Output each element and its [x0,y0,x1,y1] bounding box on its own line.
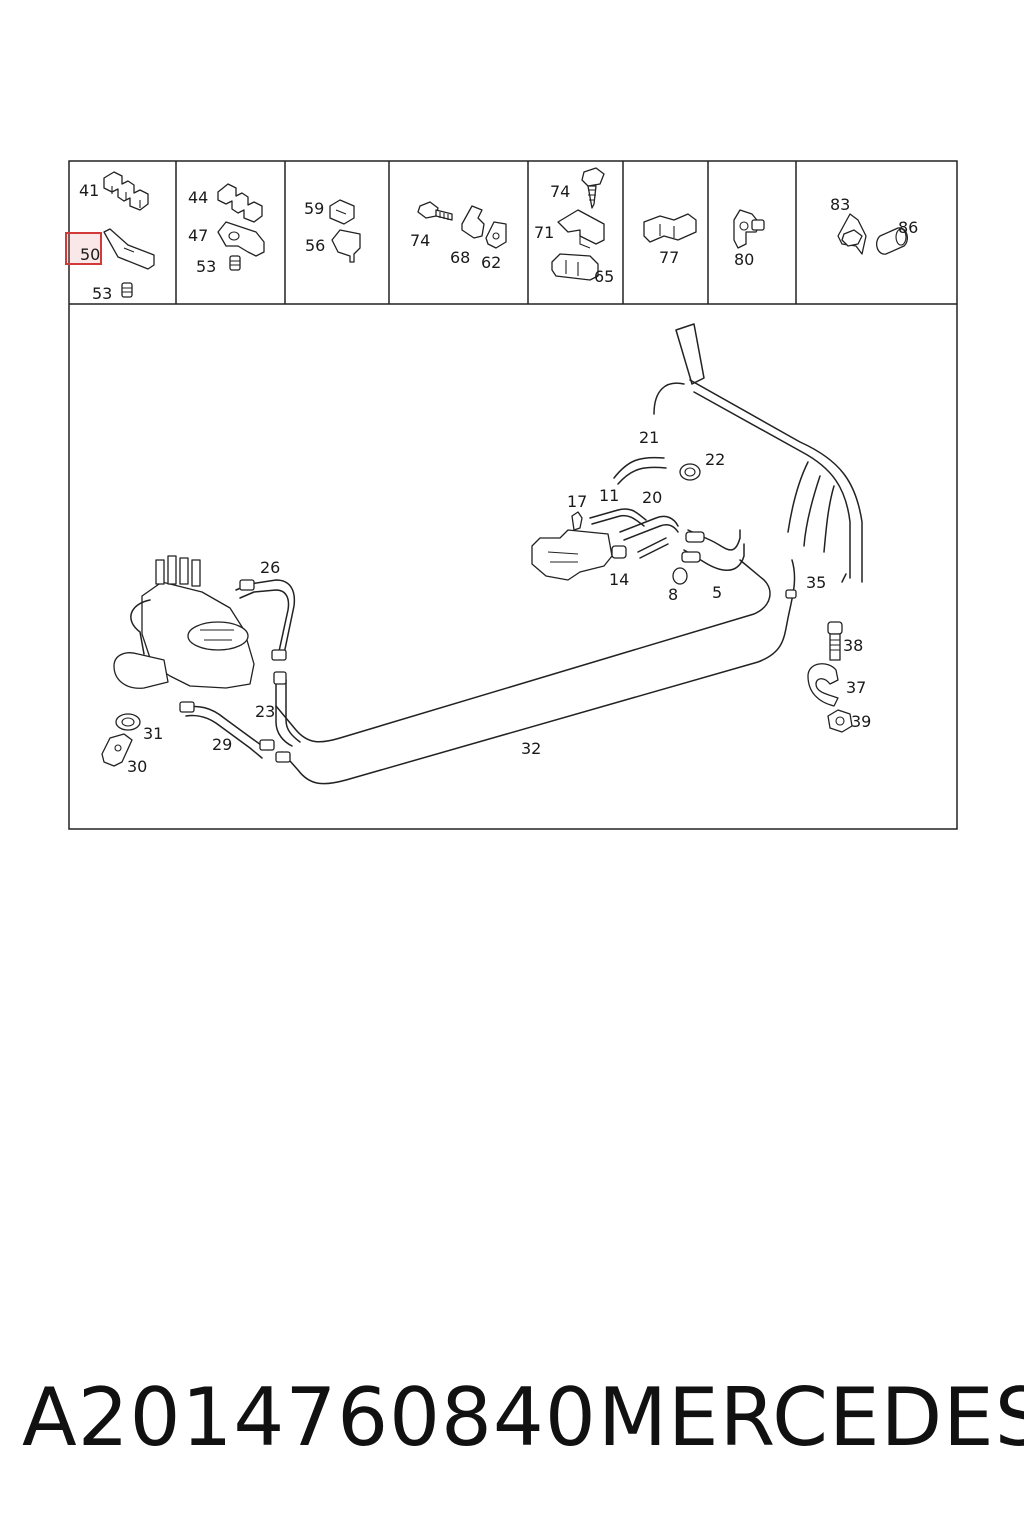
callout-label: 26 [260,558,280,577]
fitting-14-icon [611,545,627,559]
callout-label: 39 [851,712,871,731]
banjo-bolt-30-icon [101,733,133,767]
callout-label: 35 [806,573,826,592]
parts-diagram: 41 50 53 44 47 53 59 56 74 68 62 74 71 65 77 80 83 86 21 22… [65,160,958,830]
fuel-tank-assembly [653,323,863,583]
callout-label: 71 [534,223,554,242]
clip-77-icon [643,213,697,243]
pipe-29 [179,701,275,759]
clamp-37-icon [807,663,839,707]
callout-label: 38 [843,636,863,655]
clip-65-icon [551,253,599,281]
washer-31-icon [115,713,141,731]
holder-56-icon [331,229,361,263]
callout-label: 62 [481,253,501,272]
grommet-8-icon [672,567,688,585]
callout-label: 8 [668,585,678,604]
clip-41-icon [103,171,149,211]
callout-label: 23 [255,702,275,721]
injection-pump [113,555,296,689]
brand-name: MERCEDES [598,1371,1024,1464]
callout-label: 17 [567,492,587,511]
line-20 [619,515,679,559]
line-11 [589,508,647,527]
callout-label: 44 [188,188,208,207]
clamp-22-icon [679,463,701,481]
bracket-68-icon [461,205,485,239]
callout-label: 37 [846,678,866,697]
callout-label: 77 [659,248,679,267]
callout-label: 83 [830,195,850,214]
callout-label: 59 [304,199,324,218]
bracket-62-icon [485,221,507,249]
clip-44-icon [217,183,263,223]
callout-label: 65 [594,267,614,286]
callout-label: 30 [127,757,147,776]
fitting-32-icon [275,751,291,763]
callout-label: 14 [609,570,629,589]
callout-labels: 41 50 53 44 47 53 59 56 74 68 62 74 71 65 77 80 83 86 21 22… [79,181,918,776]
bracket-50-icon [103,228,155,270]
callout-label: 68 [450,248,470,267]
callout-label: 41 [79,181,99,200]
bracket-83-icon [837,213,867,255]
clamp-80-icon [733,209,765,249]
clip-59-icon [329,199,355,225]
callout-label: 5 [712,583,722,602]
screw-53-icon [121,282,133,298]
fitting-35-icon [785,589,797,599]
highlight-box-50[interactable] [65,232,102,265]
callout-label: 47 [188,226,208,245]
callout-label: 22 [705,450,725,469]
footer: A2014760840 MERCEDES [0,1368,1024,1478]
callout-label: 53 [196,257,216,276]
screw-74-icon [581,167,605,209]
bushing-86-icon [875,227,909,255]
callout-label: 20 [642,488,662,507]
part-number: A2014760840 [22,1371,597,1464]
callout-label: 53 [92,284,112,303]
screw-53b-icon [229,255,241,271]
nut-39-icon [827,709,853,733]
clamp-47-icon [217,221,265,257]
diagram-frame [68,160,958,830]
bolt-38-icon [827,621,843,661]
callout-label: 29 [212,735,232,754]
fuel-pump-unit [531,511,613,581]
callout-label: 86 [898,218,918,237]
line-5 [681,529,745,571]
callout-label: 56 [305,236,325,255]
bracket-71-icon [557,209,605,249]
callout-label: 74 [550,182,570,201]
callout-label: 80 [734,250,754,269]
callout-label: 32 [521,739,541,758]
callout-label: 31 [143,724,163,743]
callout-label: 74 [410,231,430,250]
fitting-23-icon [273,671,287,685]
bolt-74-icon [417,201,453,221]
strip-separators [175,161,797,304]
callout-label-highlighted: 50 [80,245,100,264]
hose-21 [613,456,667,485]
callout-label: 21 [639,428,659,447]
callout-label: 11 [599,486,619,505]
